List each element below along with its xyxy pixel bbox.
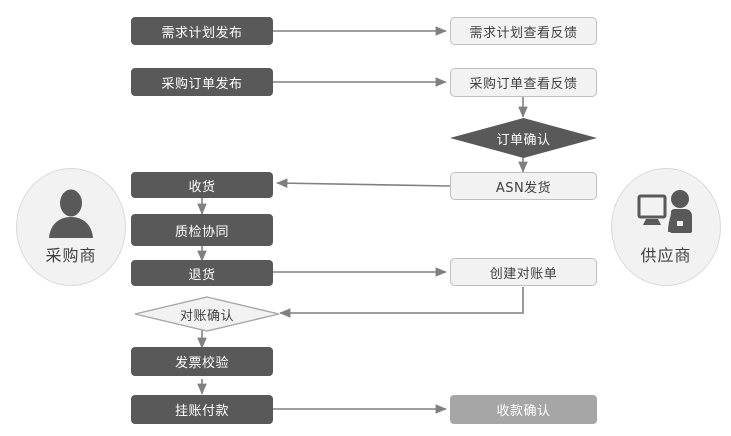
node-reconciliation-confirm[interactable]: 对账确认 [134,296,280,332]
node-payable-payment[interactable]: 挂账付款 [131,395,273,424]
node-return-goods[interactable]: 退货 [131,260,273,286]
node-label: 对账确认 [179,308,234,324]
role-label-buyer: 采购商 [45,246,97,265]
node-label: 退货 [188,267,216,283]
node-label: 收货 [188,179,216,195]
node-label: 创建对账单 [489,266,558,282]
node-goods-receipt[interactable]: 收货 [131,172,273,198]
node-label: 需求计划查看反馈 [469,25,578,41]
role-avatar-supplier: 供应商 [611,168,721,286]
node-purchase-order-publish[interactable]: 采购订单发布 [131,68,273,96]
node-label: 采购订单查看反馈 [469,77,578,92]
node-purchase-order-view-feedback[interactable]: 采购订单查看反馈 [450,68,597,97]
node-demand-plan-publish[interactable]: 需求计划发布 [131,17,273,45]
edge-n10-n11 [279,287,524,318]
role-label-supplier: 供应商 [640,246,692,265]
node-invoice-verification[interactable]: 发票校验 [131,347,273,376]
node-label: 发票校验 [174,356,229,371]
node-label: 挂账付款 [174,404,229,419]
node-payment-receipt-confirm[interactable]: 收款确认 [450,395,597,424]
node-label: 订单确认 [496,132,551,148]
node-order-confirm[interactable]: 订单确认 [450,118,597,158]
node-asn-shipment[interactable]: ASN发货 [450,172,597,200]
node-quality-inspection[interactable]: 质检协同 [131,214,273,246]
node-create-reconciliation-statement[interactable]: 创建对账单 [450,258,597,286]
diamond-shape [450,118,597,158]
node-label: 需求计划发布 [161,25,243,41]
node-label: 质检协同 [174,224,229,240]
node-label: ASN发货 [495,180,552,196]
node-demand-plan-view-feedback[interactable]: 需求计划查看反馈 [450,17,597,45]
node-label: 采购订单发布 [161,76,243,92]
role-avatar-buyer: 采购商 [16,168,126,286]
person-icon [49,189,93,238]
diamond-shape [134,296,280,332]
person-at-computer-icon [637,190,692,233]
edge-n6-n7 [276,178,451,188]
node-label: 收款确认 [496,404,551,419]
